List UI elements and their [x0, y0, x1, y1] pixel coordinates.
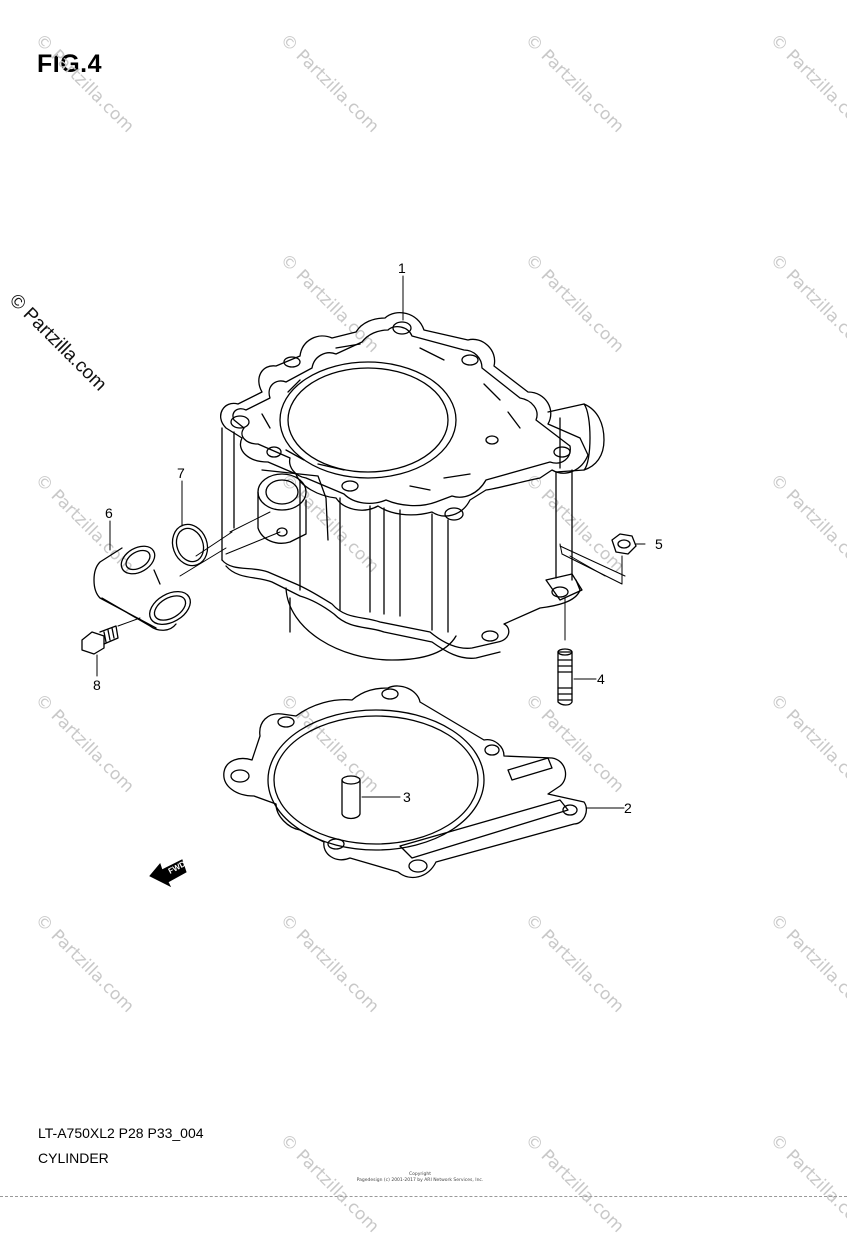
bolt-part[interactable]	[81, 625, 119, 655]
diagram-name: CYLINDER	[38, 1150, 109, 1166]
water-inlet-pipe-part[interactable]	[93, 541, 196, 632]
fwd-arrow-icon: FWD	[149, 859, 187, 888]
callout-2: 2	[624, 800, 632, 816]
copyright-notice: Copyright Pagedesign (c) 2001-2017 by AR…	[330, 1172, 510, 1184]
callout-4: 4	[597, 671, 605, 687]
callout-1: 1	[398, 260, 406, 276]
stud-bolt-part[interactable]	[557, 648, 573, 706]
diagram-code: LT-A750XL2 P28 P33_004	[38, 1125, 204, 1141]
nut-part[interactable]	[611, 533, 637, 555]
figure-title: FIG.4	[37, 50, 103, 78]
callout-5: 5	[655, 536, 663, 552]
callout-7: 7	[177, 465, 185, 481]
callout-6: 6	[105, 505, 113, 521]
cylinder-part[interactable]	[220, 312, 605, 661]
page-bottom-rule	[0, 1196, 847, 1197]
o-ring-part[interactable]	[167, 519, 213, 570]
exploded-parts-diagram: FWD 1 2 3 4 5 6 7 8	[81, 260, 663, 888]
copyright-line-2: Pagedesign (c) 2001-2017 by ARI Network …	[356, 1178, 484, 1183]
copyright-line-1: Copyright	[409, 1172, 431, 1177]
dowel-pin-part[interactable]	[341, 775, 361, 820]
callout-8: 8	[93, 677, 101, 693]
cylinder-gasket-part[interactable]	[223, 685, 588, 879]
callout-3: 3	[403, 789, 411, 805]
